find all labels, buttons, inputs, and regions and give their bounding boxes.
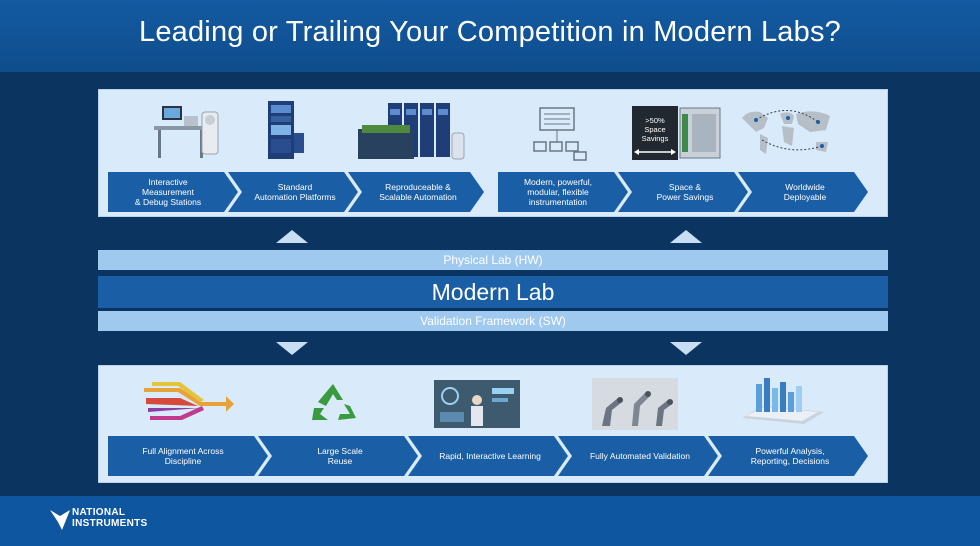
step-label: Standard Automation Platforms xyxy=(254,182,336,202)
title-band xyxy=(0,0,980,72)
step-label: Powerful Analysis, Reporting, Decisions xyxy=(750,446,830,466)
step-label: Modern, powerful, modular, flexible inst… xyxy=(523,177,593,207)
step-label: Full Alignment Across Discipline xyxy=(142,446,224,466)
workstation-icon xyxy=(154,106,219,158)
space-savings-badge: >50% Space Savings xyxy=(641,116,669,143)
eagle-icon xyxy=(50,510,70,530)
step-label: Worldwide Deployable xyxy=(783,182,827,202)
down-arrow-icon xyxy=(670,342,702,355)
step-standard-automation: Standard Automation Platforms xyxy=(228,172,358,212)
rack-array-icon xyxy=(358,103,465,160)
step-worldwide-deployable: Worldwide Deployable xyxy=(738,172,868,212)
step-label: Reproduceable & Scalable Automation xyxy=(379,182,457,202)
step-label: Interactive Measurement & Debug Stations xyxy=(134,177,202,207)
step-large-scale-reuse: Large Scale Reuse xyxy=(258,436,418,476)
step-powerful-analysis: Powerful Analysis, Reporting, Decisions xyxy=(708,436,868,476)
dashboard-presenter-icon xyxy=(434,380,520,428)
slide-title: Leading or Trailing Your Competition in … xyxy=(138,16,841,48)
down-arrow-icon xyxy=(276,342,308,355)
step-label: Large Scale Reuse xyxy=(317,446,363,466)
step-label: Fully Automated Validation xyxy=(589,451,690,461)
analytics-tablet-icon xyxy=(742,378,824,424)
logo-line1: NATIONAL xyxy=(72,507,126,518)
step-rapid-learning: Rapid, Interactive Learning xyxy=(408,436,568,476)
step-space-power-savings: Space & Power Savings xyxy=(618,172,748,212)
step-modern-instrumentation: Modern, powerful, modular, flexible inst… xyxy=(498,172,628,212)
step-reproduceable-automation: Reproduceable & Scalable Automation xyxy=(348,172,484,212)
validation-framework-band: Validation Framework (SW) xyxy=(98,311,888,331)
space-savings-icon: >50% Space Savings xyxy=(630,104,724,162)
physical-lab-band: Physical Lab (HW) xyxy=(98,250,888,270)
step-interactive-measurement: Interactive Measurement & Debug Stations xyxy=(108,172,238,212)
logo-line2: INSTRUMENTS xyxy=(72,518,148,529)
step-automated-validation: Fully Automated Validation xyxy=(558,436,718,476)
footer-band xyxy=(0,496,980,546)
step-label: Rapid, Interactive Learning xyxy=(439,451,541,461)
world-map-icon xyxy=(742,110,830,154)
rack-cabinet-icon xyxy=(268,101,304,159)
up-arrow-icon xyxy=(670,230,702,243)
step-full-alignment: Full Alignment Across Discipline xyxy=(108,436,268,476)
ni-logo: NATIONAL INSTRUMENTS xyxy=(48,506,178,534)
modern-lab-band: Modern Lab xyxy=(98,276,888,308)
step-label: Space & Power Savings xyxy=(656,182,714,202)
merging-arrows-icon xyxy=(144,382,234,420)
modular-blocks-icon xyxy=(533,107,587,161)
recycle-icon xyxy=(312,384,356,420)
robot-arms-icon xyxy=(592,378,678,430)
up-arrow-icon xyxy=(276,230,308,243)
